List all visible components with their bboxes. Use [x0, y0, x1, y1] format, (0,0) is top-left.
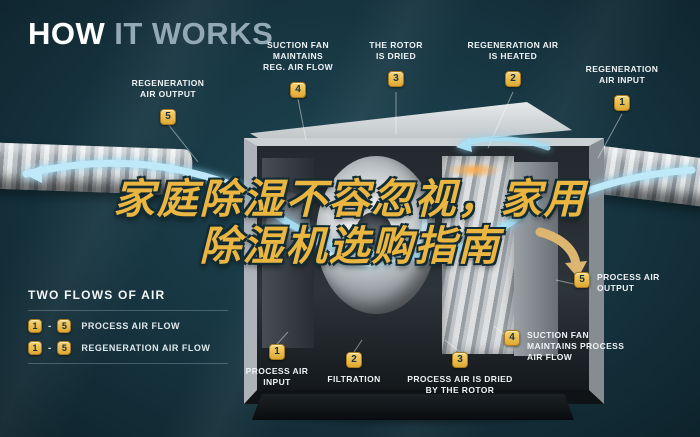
callout-process-air-input: 1 PROCESS AIR INPUT — [234, 344, 320, 388]
legend-row-process-air: 1 - 5 PROCESS AIR FLOW — [28, 319, 228, 333]
callout-label: THE ROTOR IS DRIED — [369, 40, 423, 62]
chinese-headline-line2: 除湿机选购指南 — [199, 223, 501, 270]
step-badge-2: 2 — [346, 352, 362, 368]
callout-label: FILTRATION — [327, 374, 381, 384]
callout-process-air-dried: 3 PROCESS AIR IS DRIED BY THE ROTOR — [398, 352, 522, 396]
callout-rotor-dried: THE ROTOR IS DRIED 3 — [352, 40, 440, 88]
legend-row-regeneration-air: 1 - 5 REGENERATION AIR FLOW — [28, 341, 228, 355]
callout-suction-fan-reg: SUCTION FAN MAINTAINS REG. AIR FLOW 4 — [246, 40, 350, 99]
chinese-headline: 家庭除湿不容忽视，家用 除湿机选购指南 — [0, 176, 700, 270]
legend-divider — [28, 310, 228, 311]
callout-regeneration-air-input: REGENERATION AIR INPUT 1 — [570, 64, 674, 112]
legend-badge-end: 5 — [57, 341, 72, 355]
step-badge-5: 5 — [160, 109, 176, 126]
callout-label: REGENERATION AIR IS HEATED — [467, 40, 559, 62]
callout-regeneration-air-output: REGENERATION AIR OUTPUT 5 — [116, 78, 220, 126]
callout-label: SUCTION FAN MAINTAINS PROCESS AIR FLOW — [527, 330, 625, 363]
legend-badge-start: 1 — [28, 341, 42, 355]
callout-process-air-output: 5 PROCESS AIR OUTPUT — [574, 272, 686, 294]
legend-dash: - — [48, 320, 52, 332]
step-badge-4: 4 — [504, 330, 520, 346]
legend-dash: - — [48, 342, 52, 354]
legend-label: REGENERATION AIR FLOW — [81, 343, 211, 353]
callout-label: PROCESS AIR INPUT — [245, 366, 309, 388]
air-flow-legend: TWO FLOWS OF AIR 1 - 5 PROCESS AIR FLOW … — [28, 288, 228, 371]
callout-suction-fan-process: 4 SUCTION FAN MAINTAINS PROCESS AIR FLOW — [504, 330, 640, 363]
step-badge-1: 1 — [269, 344, 285, 360]
step-badge-1: 1 — [614, 95, 630, 112]
title-it-works: IT WORKS — [114, 16, 274, 51]
step-badge-2: 2 — [505, 71, 521, 88]
callout-label: REGENERATION AIR OUTPUT — [131, 78, 205, 100]
regeneration-heater-glow — [446, 162, 502, 178]
callout-filtration: 2 FILTRATION — [316, 352, 392, 385]
chinese-headline-line1: 家庭除湿不容忽视，家用 — [113, 176, 587, 222]
callout-regeneration-air-heated: REGENERATION AIR IS HEATED 2 — [458, 40, 568, 88]
step-badge-5: 5 — [574, 272, 590, 288]
legend-badge-end: 5 — [57, 319, 72, 333]
legend-label: PROCESS AIR FLOW — [81, 321, 181, 331]
step-badge-3: 3 — [388, 71, 404, 88]
step-badge-4: 4 — [290, 82, 306, 99]
legend-title: TWO FLOWS OF AIR — [28, 288, 166, 302]
legend-divider — [28, 363, 228, 364]
callout-label: PROCESS AIR OUTPUT — [597, 272, 660, 294]
legend-badge-start: 1 — [28, 319, 42, 333]
machine-base — [252, 394, 574, 420]
title-how: HOW — [28, 16, 106, 51]
callout-label: SUCTION FAN MAINTAINS REG. AIR FLOW — [262, 40, 334, 73]
step-badge-3: 3 — [452, 352, 468, 368]
callout-label: REGENERATION AIR INPUT — [585, 64, 659, 86]
callout-label: PROCESS AIR IS DRIED BY THE ROTOR — [407, 374, 513, 396]
